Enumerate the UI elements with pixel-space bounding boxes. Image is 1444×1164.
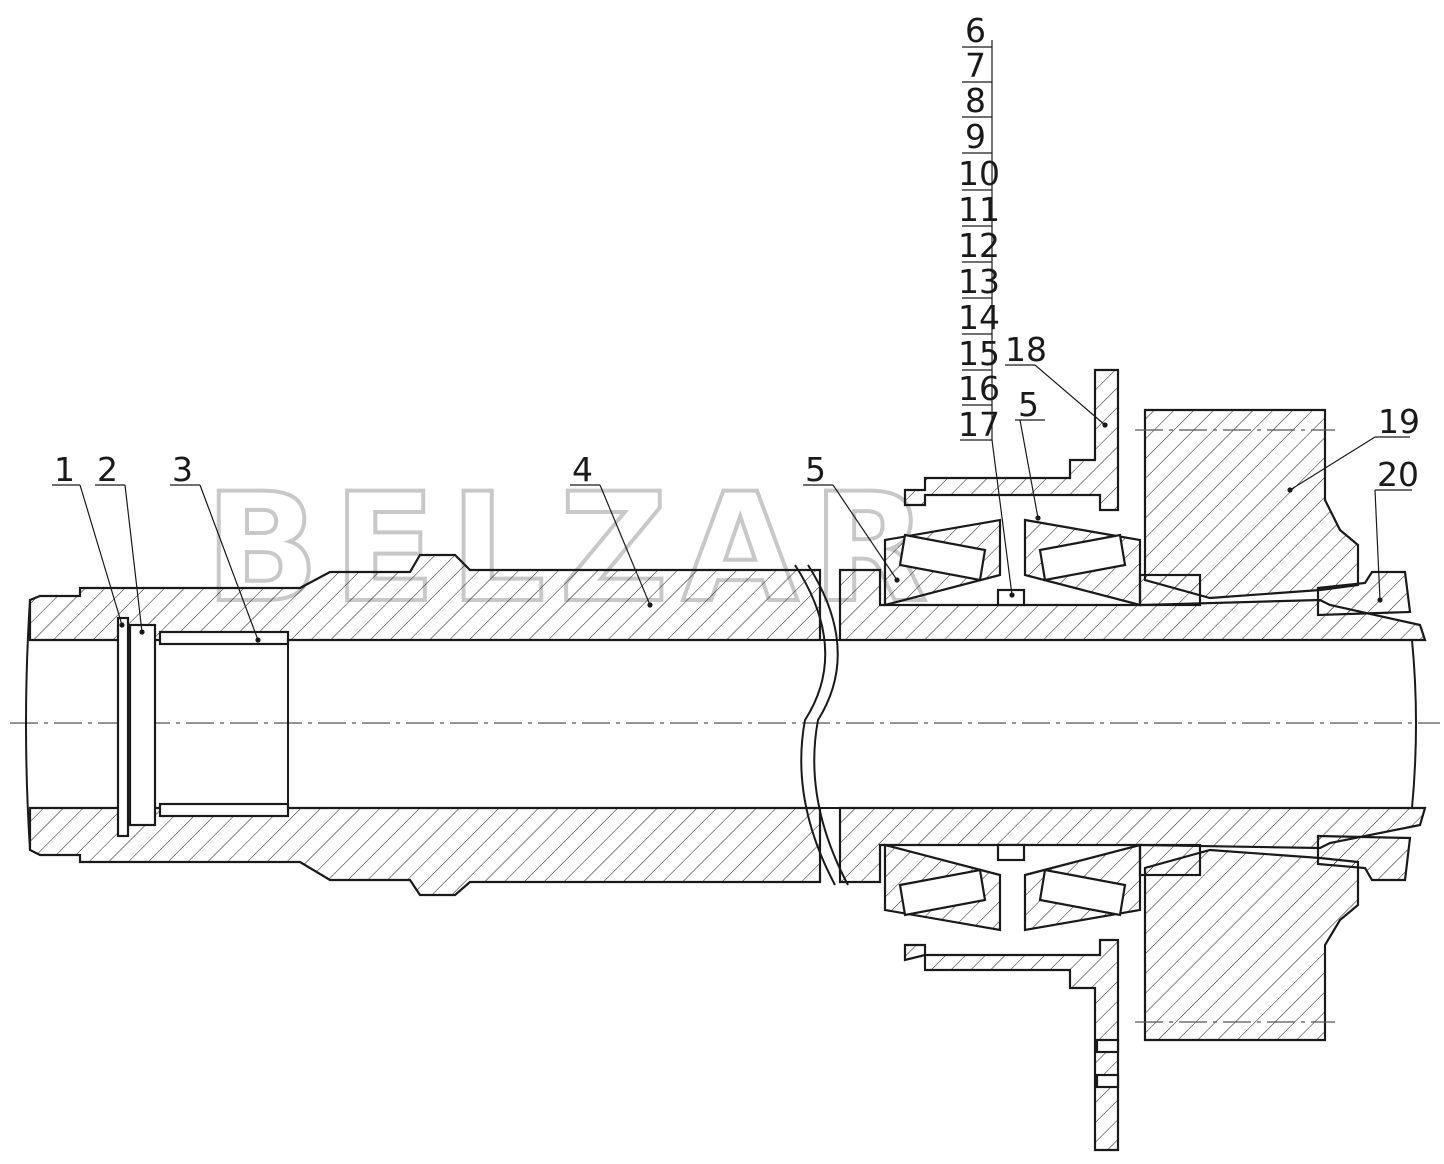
label-8: 8 (965, 81, 986, 120)
shaft-left-end (25, 599, 31, 851)
spacer-upper (996, 588, 1026, 607)
roller-right-upper (1038, 533, 1127, 582)
bearing-housing-lower (903, 938, 1120, 1152)
shaft-lower-wall (28, 806, 822, 897)
label-15: 15 (958, 334, 1000, 373)
break-line-1 (794, 564, 836, 886)
collar-upper (1138, 573, 1202, 607)
label-11: 11 (958, 190, 1000, 229)
leader-lines (52, 40, 1412, 641)
roller-left-upper (898, 533, 987, 582)
bushing-ring (128, 623, 157, 827)
label-16: 16 (958, 369, 1000, 408)
label-20: 20 (1377, 455, 1419, 494)
pointer-dots (119, 422, 1383, 643)
nut-lower (1316, 834, 1412, 882)
label-10: 10 (958, 154, 1000, 193)
label-18: 18 (1005, 330, 1047, 369)
collar-lower (1138, 843, 1202, 877)
flange-hole-2 (1095, 1073, 1120, 1089)
gear-upper (1143, 408, 1360, 600)
retaining-ring (116, 616, 130, 838)
label-6: 6 (965, 11, 986, 50)
label-5-right: 5 (1018, 385, 1039, 424)
label-5-left: 5 (805, 450, 826, 489)
flange-hole-1 (1095, 1038, 1120, 1054)
shaft-lower-wall-right (838, 806, 1427, 884)
label-2: 2 (97, 450, 118, 489)
roller-right-lower (1038, 868, 1127, 917)
bore-end (1411, 639, 1417, 809)
needle-cage-top (158, 630, 290, 646)
label-1: 1 (54, 450, 75, 489)
nut-upper (1316, 570, 1412, 617)
label-14: 14 (958, 298, 1000, 337)
bearing-housing-upper (903, 368, 1120, 512)
break-line-2 (807, 564, 849, 886)
label-13: 13 (958, 262, 1000, 301)
label-19: 19 (1378, 402, 1420, 441)
roller-left-lower (898, 868, 987, 917)
label-3: 3 (172, 450, 193, 489)
gear-lower (1143, 848, 1360, 1042)
label-4: 4 (572, 450, 593, 489)
needle-cage-bottom (158, 802, 290, 818)
label-9: 9 (965, 117, 986, 156)
label-7: 7 (965, 46, 986, 85)
shaft-upper-wall (28, 553, 822, 642)
label-12: 12 (958, 226, 1000, 265)
spacer-lower (996, 843, 1026, 862)
label-17: 17 (958, 405, 1000, 444)
stack-separators (962, 46, 992, 406)
